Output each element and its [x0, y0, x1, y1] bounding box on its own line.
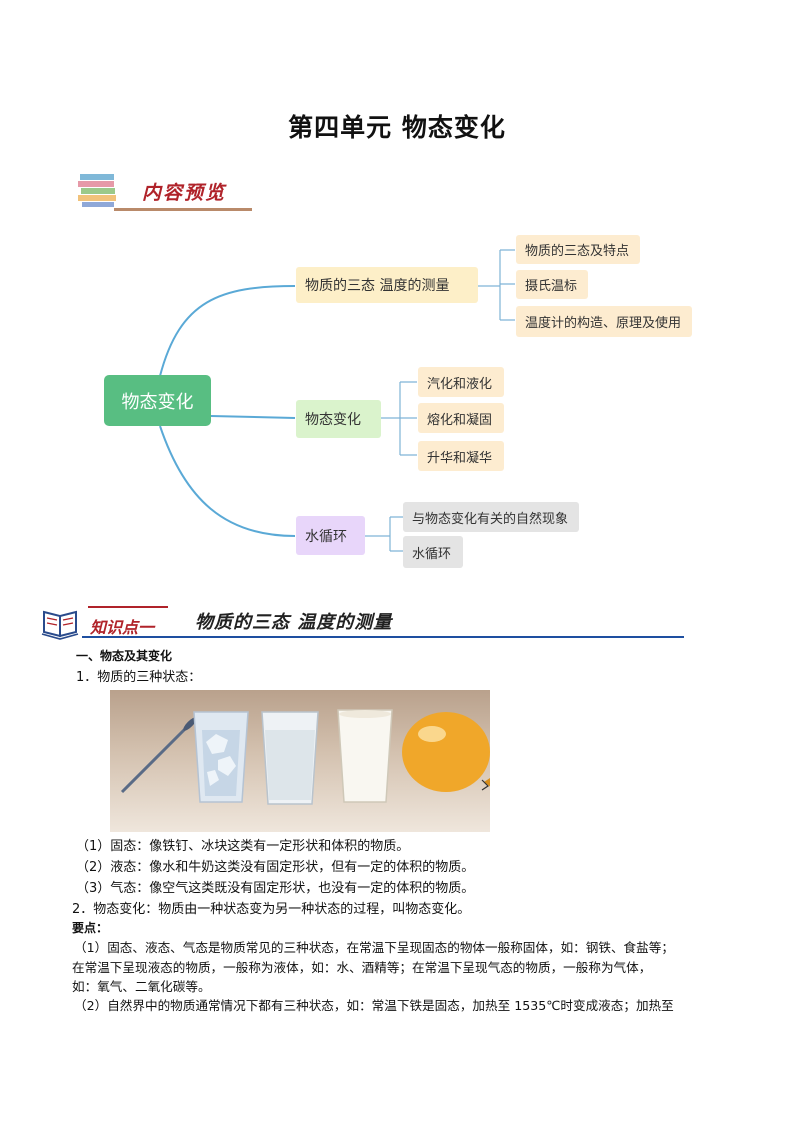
mindmap-branch-water-cycle: 水循环 — [296, 516, 365, 555]
kp-tag-rule — [88, 606, 168, 608]
mindmap-leaf: 温度计的构造、原理及使用 — [516, 306, 692, 337]
balloon-icon — [402, 712, 490, 792]
knowledge-point-title: 物质的三态 温度的测量 — [195, 612, 393, 633]
list-item: 2．物态变化：物质由一种状态变为另一种状态的过程，叫物态变化。 — [72, 902, 471, 917]
mindmap-leaf: 水循环 — [403, 536, 463, 568]
mindmap-leaf: 与物态变化有关的自然现象 — [403, 502, 579, 532]
mindmap-leaf: 熔化和凝固 — [418, 403, 504, 433]
books-icon — [78, 174, 116, 207]
mindmap-root: 物态变化 — [104, 375, 211, 426]
kp-divider — [82, 636, 684, 638]
states-of-matter-image — [110, 690, 490, 832]
mindmap-leaf: 汽化和液化 — [418, 367, 504, 397]
states-illustration — [120, 709, 490, 805]
text-gas: （3）气态：像空气这类既没有固定形状，也没有一定的体积的物质。 — [76, 881, 475, 896]
water-glass-icon — [261, 711, 319, 805]
key-point-text: （2）自然界中的物质通常情况下都有三种状态，如：常温下铁是固态，加热至 1535… — [74, 998, 674, 1013]
ice-glass-icon — [193, 711, 249, 803]
key-point-text: 如：氧气、二氧化碳等。 — [72, 979, 211, 994]
list-item: 1．物质的三种状态： — [76, 670, 202, 685]
key-point-text: 在常温下呈现液态的物质，一般称为液体，如：水、酒精等；在常温下呈现气态的物质，一… — [72, 960, 652, 975]
text-solid: （1）固态：像铁钉、冰块这类有一定形状和体积的物质。 — [76, 839, 410, 854]
nail-icon — [120, 717, 197, 794]
mindmap-connectors — [159, 249, 515, 552]
mindmap-leaf: 摄氏温标 — [516, 270, 588, 299]
text-liquid: （2）液态：像水和牛奶这类没有固定形状，但有一定的体积的物质。 — [76, 860, 475, 875]
mindmap-branch-states: 物质的三态 温度的测量 — [296, 267, 478, 303]
content-preview-label: 内容预览 — [142, 182, 227, 204]
key-point-text: （1）固态、液态、气态是物质常见的三种状态，在常温下呈现固态的物体一般称固体，如… — [74, 940, 674, 955]
mindmap-leaf: 升华和凝华 — [418, 441, 504, 471]
open-book-icon — [41, 610, 79, 640]
key-points-label: 要点： — [72, 921, 109, 935]
mindmap-leaf: 物质的三态及特点 — [516, 235, 640, 264]
mindmap-branch-change: 物态变化 — [296, 400, 381, 438]
section-heading: 一、物态及其变化 — [76, 649, 173, 663]
page-title: 第四单元 物态变化 — [288, 113, 506, 142]
preview-underline — [114, 208, 252, 211]
milk-glass-icon — [337, 709, 393, 803]
knowledge-point-tag: 知识点一 — [90, 618, 155, 637]
